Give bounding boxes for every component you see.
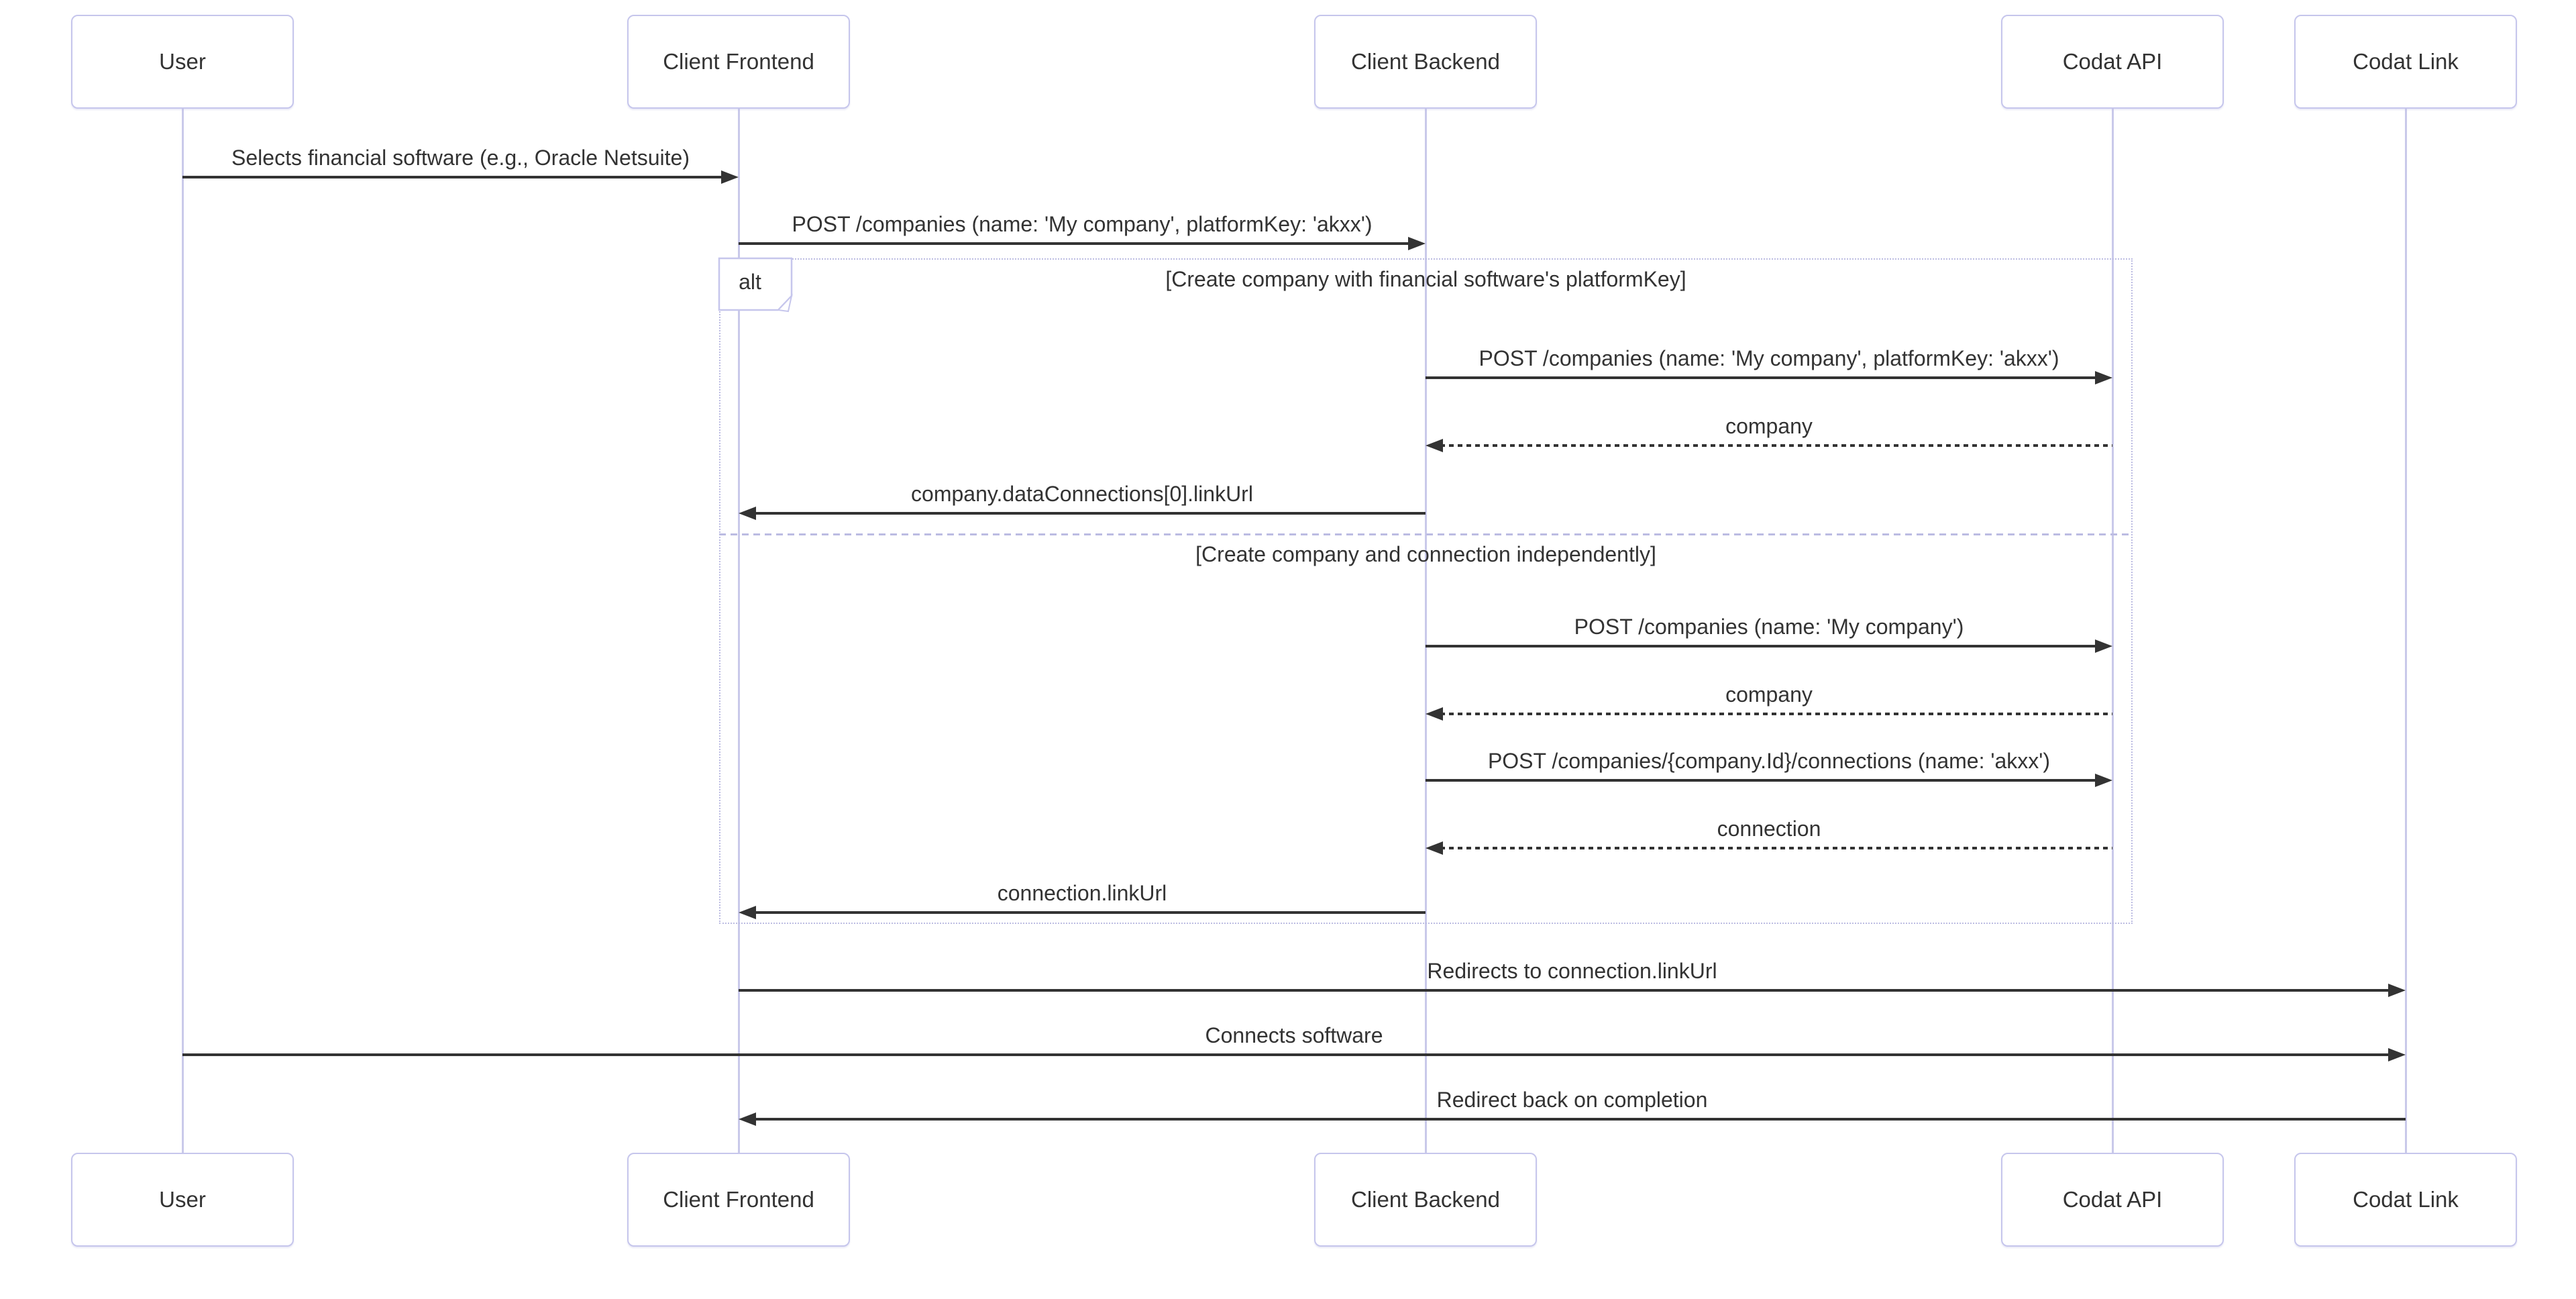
message-line: [753, 911, 1426, 914]
message-line: [753, 1118, 2406, 1121]
message-label: POST /companies (name: 'My company', pla…: [1479, 346, 2059, 370]
message-label: connection.linkUrl: [997, 881, 1167, 905]
message-line: [1440, 847, 2112, 849]
message-label: POST /companies/{company.Id}/connections…: [1487, 749, 2051, 773]
message-line: [182, 176, 724, 178]
actor-codat-api-top: Codat API: [2001, 15, 2224, 109]
alt-operator-tag: [718, 257, 793, 313]
arrowhead-icon: [2095, 774, 2112, 787]
arrowhead-icon: [2388, 984, 2406, 997]
arrowhead-icon: [721, 170, 739, 184]
arrowhead-icon: [2095, 639, 2112, 653]
actor-label: Codat Link: [2353, 1187, 2459, 1212]
actor-client-backend-bottom: Client Backend: [1314, 1153, 1537, 1247]
arrowhead-icon: [1426, 841, 1443, 855]
alt-section-2-condition: [Create company and connection independe…: [1195, 542, 1656, 566]
message-label: company.dataConnections[0].linkUrl: [911, 482, 1253, 506]
actor-label: Codat Link: [2353, 49, 2459, 74]
message-label: Redirect back on completion: [1436, 1088, 1708, 1112]
message-line: [1426, 779, 2098, 782]
actor-label: Codat API: [2062, 49, 2163, 74]
alt-section-1-condition: [Create company with financial software'…: [1165, 267, 1686, 291]
arrowhead-icon: [2095, 371, 2112, 384]
arrowhead-icon: [739, 1112, 756, 1126]
arrowhead-icon: [1408, 237, 1426, 250]
actor-label: Client Frontend: [663, 1187, 814, 1212]
actor-user-top: User: [71, 15, 294, 109]
message-line: [739, 989, 2391, 992]
message-line: [1440, 713, 2112, 715]
actor-label: Client Frontend: [663, 49, 814, 74]
lifeline-client-frontend: [737, 109, 740, 1153]
message-line: [753, 512, 1426, 515]
actor-user-bottom: User: [71, 1153, 294, 1247]
message-line: [739, 242, 1411, 245]
actor-codat-api-bottom: Codat API: [2001, 1153, 2224, 1247]
alt-frame: [719, 258, 2133, 924]
message-label: POST /companies (name: 'My company', pla…: [792, 212, 1373, 236]
alt-operator-label: alt: [739, 270, 761, 294]
message-line: [1426, 376, 2098, 379]
actor-client-frontend-top: Client Frontend: [627, 15, 850, 109]
actor-client-backend-top: Client Backend: [1314, 15, 1537, 109]
lifeline-user: [181, 109, 184, 1153]
arrowhead-icon: [2388, 1048, 2406, 1061]
message-line: [1426, 645, 2098, 647]
actor-label: User: [159, 1187, 206, 1212]
message-label: company: [1725, 682, 1813, 707]
lifeline-codat-link: [2404, 109, 2407, 1153]
actor-codat-link-top: Codat Link: [2294, 15, 2517, 109]
arrowhead-icon: [1426, 707, 1443, 721]
message-label: Selects financial software (e.g., Oracle…: [231, 146, 690, 170]
message-line: [1440, 444, 2112, 447]
arrowhead-icon: [739, 507, 756, 520]
actor-codat-link-bottom: Codat Link: [2294, 1153, 2517, 1247]
message-label: connection: [1717, 817, 1821, 841]
lifeline-client-backend: [1424, 109, 1427, 1153]
arrowhead-icon: [739, 906, 756, 919]
actor-label: Client Backend: [1351, 49, 1500, 74]
alt-else-divider: [719, 533, 2133, 535]
actor-label: Client Backend: [1351, 1187, 1500, 1212]
actor-label: Codat API: [2062, 1187, 2163, 1212]
lifeline-codat-api: [2111, 109, 2114, 1153]
message-label: Redirects to connection.linkUrl: [1427, 959, 1717, 983]
message-line: [182, 1053, 2391, 1056]
actor-label: User: [159, 49, 206, 74]
message-label: Connects software: [1205, 1023, 1383, 1047]
actor-client-frontend-bottom: Client Frontend: [627, 1153, 850, 1247]
message-label: company: [1725, 414, 1813, 438]
arrowhead-icon: [1426, 439, 1443, 452]
message-label: POST /companies (name: 'My company'): [1574, 615, 1964, 639]
